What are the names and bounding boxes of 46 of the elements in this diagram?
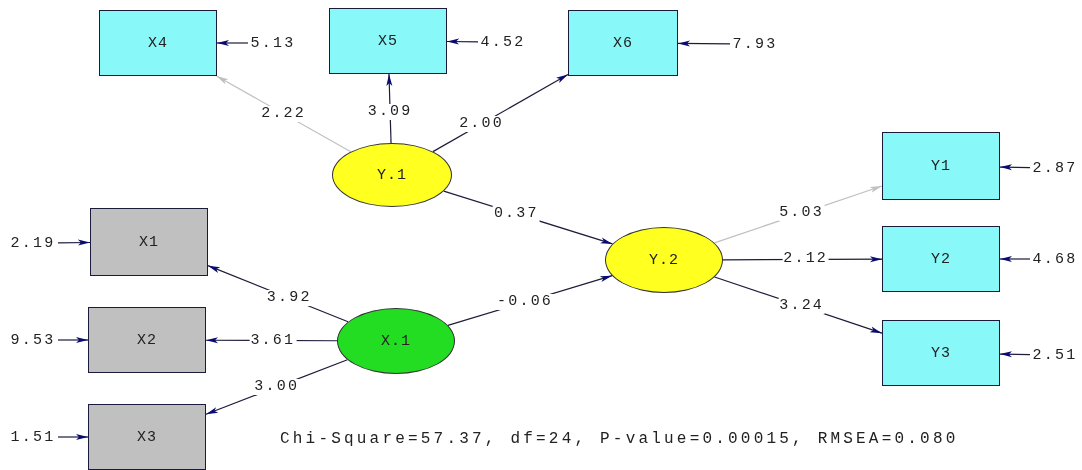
observed-variable-box xyxy=(329,8,447,74)
edge-label: 3.24 xyxy=(778,298,826,315)
variable-name: X5 xyxy=(378,32,398,50)
error-arrow xyxy=(57,337,89,343)
error-variance-value: 9.53 xyxy=(8,331,58,349)
error-variance-value: 2.87 xyxy=(1030,159,1080,177)
error-variance-value: 2.19 xyxy=(8,234,58,252)
observed-variable-box xyxy=(88,307,206,373)
error-arrow xyxy=(999,256,1031,262)
error-arrow xyxy=(216,40,249,46)
error-arrow xyxy=(57,239,91,246)
edge-label: 5.03 xyxy=(778,205,825,222)
error-arrow xyxy=(446,38,479,45)
error-arrow xyxy=(999,164,1031,171)
variable-name: Y2 xyxy=(931,250,951,268)
observed-variable-box xyxy=(90,208,208,276)
edge-label: 3.00 xyxy=(253,379,301,395)
variable-name: Y1 xyxy=(931,157,951,175)
edge-label: 0.37 xyxy=(492,205,540,222)
variable-name: X.1 xyxy=(381,332,411,350)
variable-name: X3 xyxy=(137,428,157,446)
error-arrow xyxy=(57,434,89,440)
variable-name: X4 xyxy=(148,34,168,52)
error-variance-value: 1.51 xyxy=(8,428,58,446)
error-variance-value: 4.52 xyxy=(478,33,528,51)
error-variance-value: 5.13 xyxy=(248,34,298,52)
error-variance-value: 7.93 xyxy=(730,35,780,53)
observed-variable-box xyxy=(882,226,1000,292)
variable-name: Y.2 xyxy=(649,251,679,269)
observed-variable-box xyxy=(882,320,1000,386)
fit-statistics-caption: Chi-Square=57.37, df=24, P-value=0.00015, RMSEA=0.080 xyxy=(280,430,959,448)
edge-label: -0.06 xyxy=(496,294,555,310)
error-arrow xyxy=(677,40,731,47)
error-variance-value: 4.68 xyxy=(1030,250,1080,268)
observed-variable-box xyxy=(882,132,1000,200)
observed-variable-box xyxy=(99,10,217,76)
edge-label: 3.92 xyxy=(265,290,313,307)
observed-variable-box xyxy=(568,10,678,76)
variable-name: X2 xyxy=(137,331,157,349)
variable-name: X6 xyxy=(613,34,633,52)
error-variance-value: 2.51 xyxy=(1030,346,1080,364)
variable-name: Y3 xyxy=(931,344,951,362)
variable-name: X1 xyxy=(139,233,159,251)
observed-variable-box xyxy=(88,404,206,470)
variable-name: Y.1 xyxy=(377,166,407,184)
error-arrow xyxy=(999,351,1031,358)
